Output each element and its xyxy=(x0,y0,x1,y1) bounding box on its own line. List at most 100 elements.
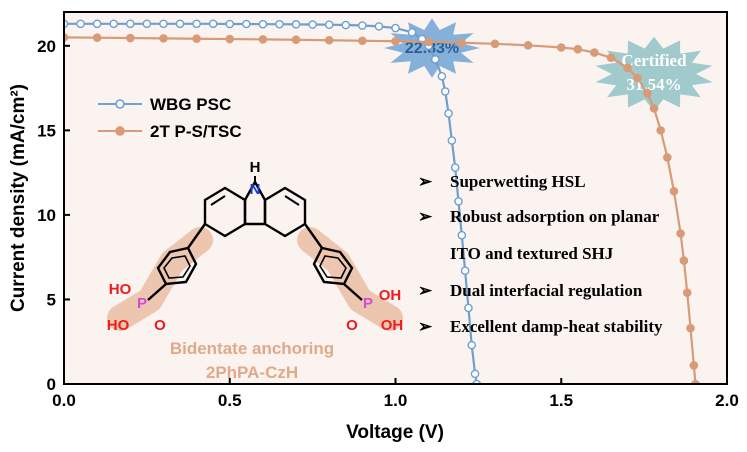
data-point-0 xyxy=(444,109,453,118)
molecule-caption-name: 2PhPA-CzH xyxy=(206,363,298,382)
link-bond-right xyxy=(304,223,323,249)
data-point-1 xyxy=(192,34,201,44)
data-point-0 xyxy=(440,87,450,96)
data-point-1 xyxy=(126,33,135,43)
bullet-glyph-1: ➢ xyxy=(418,172,433,191)
data-point-0 xyxy=(391,23,400,33)
legend-marker-tandem xyxy=(115,126,125,136)
legend: WBG PSC 2T P-S/TSC xyxy=(98,95,242,141)
data-point-1 xyxy=(649,104,659,113)
data-point-0 xyxy=(159,19,168,29)
y-tick-label: 20 xyxy=(37,37,56,56)
p-bond-right xyxy=(343,283,363,301)
anchoring-arm-right xyxy=(297,227,403,331)
data-point-0 xyxy=(324,20,334,29)
x-axis-title: Voltage (V) xyxy=(346,422,444,443)
data-point-1 xyxy=(258,35,268,44)
data-point-0 xyxy=(460,266,470,276)
data-point-1 xyxy=(159,34,168,43)
data-point-0 xyxy=(407,27,417,37)
data-point-1 xyxy=(324,35,334,45)
y-tick-label: 15 xyxy=(37,121,56,140)
p-bond-left xyxy=(147,283,167,301)
certified-label: Certified xyxy=(621,51,687,70)
molecule-structure: N H P HO HO O P OH O OH Bidentate anchor… xyxy=(107,159,404,382)
y-axis-title: Current density (mA/cm²) xyxy=(8,84,29,312)
data-point-1 xyxy=(606,53,616,62)
phosphorus-atom-left: P xyxy=(137,295,147,312)
bullet-text-2: Robust adsorption on planar xyxy=(450,207,660,226)
hydroxyl-left-upper: HO xyxy=(109,281,132,298)
data-point-1 xyxy=(669,186,679,196)
hydrogen-atom: H xyxy=(250,159,261,176)
data-point-1 xyxy=(679,256,689,265)
phenyl-ring-right xyxy=(312,246,354,286)
data-point-0 xyxy=(341,20,351,30)
bullet-text-5: Excellent damp-heat stability xyxy=(450,317,663,336)
data-point-1 xyxy=(523,41,533,50)
nitrogen-atom: N xyxy=(250,181,261,198)
x-tick-label: 1.0 xyxy=(384,391,408,410)
data-point-0 xyxy=(470,369,480,379)
y-tick-label: 0 xyxy=(47,375,56,394)
data-point-1 xyxy=(590,48,599,57)
data-point-0 xyxy=(464,303,473,313)
data-point-0 xyxy=(175,19,185,29)
data-point-0 xyxy=(109,19,119,29)
anchoring-arm-left xyxy=(107,227,213,331)
data-point-1 xyxy=(623,63,632,73)
phosphorus-atom-right: P xyxy=(363,295,373,312)
data-point-0 xyxy=(142,19,152,29)
data-point-1 xyxy=(682,288,692,297)
y-tick-label: 5 xyxy=(47,290,56,309)
bullet-glyph-4: ➢ xyxy=(418,281,433,300)
oxygen-right: O xyxy=(346,317,358,334)
data-point-0 xyxy=(437,71,447,81)
hydroxyl-right-lower: OH xyxy=(381,317,404,334)
data-point-0 xyxy=(225,19,235,29)
phenyl-ring-left-inner xyxy=(163,255,191,279)
legend-marker-wbg xyxy=(115,99,125,109)
data-point-1 xyxy=(391,36,400,46)
data-point-1 xyxy=(424,37,433,47)
data-point-0 xyxy=(374,22,384,31)
feature-bullets: ➢ Superwetting HSL ➢ Robust adsorption o… xyxy=(418,172,663,336)
data-point-0 xyxy=(454,197,463,206)
phenyl-ring-left xyxy=(156,246,198,286)
data-point-0 xyxy=(450,163,460,172)
data-point-1 xyxy=(573,44,583,54)
data-point-1 xyxy=(358,36,367,46)
carbazole-pyrrole-ring xyxy=(243,179,267,226)
bullet-glyph-5: ➢ xyxy=(418,317,433,336)
bullet-text-3: ITO and textured SHJ xyxy=(450,244,614,263)
oxygen-left: O xyxy=(154,317,166,334)
data-point-0 xyxy=(258,19,268,29)
x-tick-label: 0.5 xyxy=(218,391,242,410)
data-point-1 xyxy=(291,35,301,45)
hydroxyl-left-lower: HO xyxy=(107,317,130,334)
bullet-glyph-2: ➢ xyxy=(418,207,433,226)
data-point-0 xyxy=(126,19,135,29)
data-point-1 xyxy=(689,361,699,370)
link-bond-left xyxy=(187,223,206,249)
data-point-1 xyxy=(643,88,652,98)
x-tick-label: 1.5 xyxy=(549,391,573,410)
data-point-0 xyxy=(92,19,102,29)
hydroxyl-right-upper: OH xyxy=(379,287,402,304)
data-point-0 xyxy=(430,55,440,64)
data-point-0 xyxy=(208,19,218,29)
data-point-1 xyxy=(633,73,642,83)
molecule-caption-role: Bidentate anchoring xyxy=(170,339,334,358)
data-point-1 xyxy=(676,229,685,238)
legend-label-tandem: 2T P-S/TSC xyxy=(150,122,242,141)
data-point-0 xyxy=(275,19,284,29)
data-point-1 xyxy=(663,153,672,162)
data-point-0 xyxy=(447,136,457,145)
data-point-1 xyxy=(225,34,235,44)
data-point-0 xyxy=(308,20,317,29)
data-point-1 xyxy=(490,39,500,49)
data-point-1 xyxy=(556,43,566,52)
x-tick-label: 2.0 xyxy=(715,391,739,410)
data-point-1 xyxy=(686,323,695,333)
